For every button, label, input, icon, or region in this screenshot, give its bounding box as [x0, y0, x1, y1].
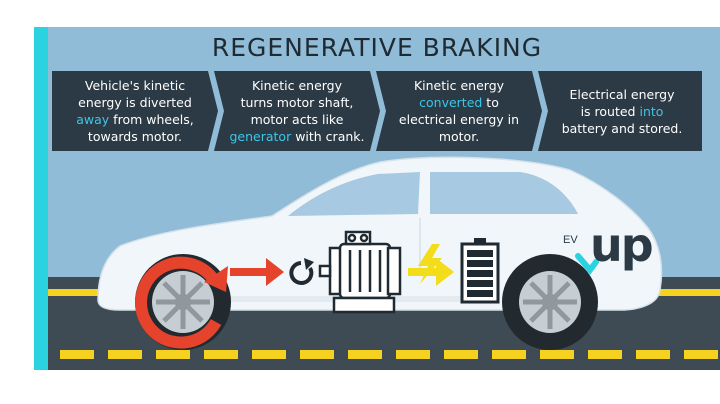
battery-icon — [460, 238, 500, 304]
car-window-front — [288, 172, 420, 216]
step-3-line-2: to — [482, 95, 499, 110]
car-window-rear — [430, 172, 578, 214]
step-4-highlight: into — [639, 103, 664, 119]
step-banner — [52, 71, 702, 151]
step-1-highlight: away — [76, 112, 110, 127]
step-3-highlight: converted — [419, 95, 483, 110]
step-4-line-1: Electrical energy — [569, 86, 675, 102]
step-4-line-3: battery and stored. — [561, 120, 683, 136]
step-1-line-2: energy is diverted — [78, 95, 192, 110]
step-2-highlight: generator — [229, 129, 292, 144]
step-3-line-4: motor. — [438, 129, 480, 144]
logo-check-icon — [575, 253, 599, 275]
step-4-shape — [538, 71, 702, 151]
step-2-line-2: turns motor shaft, — [240, 95, 354, 110]
logo-up-text: up — [590, 218, 654, 272]
step-1-line-3: from wheels, — [109, 112, 194, 127]
yellow-arrow-icon — [408, 258, 454, 286]
step-3-line-3: electrical energy in — [398, 112, 520, 127]
step-4-line-2: is routed — [580, 103, 640, 119]
motor-icon — [318, 230, 402, 314]
step-2-line-1: Kinetic energy — [251, 78, 343, 93]
step-3-shape — [376, 71, 542, 151]
page-title: REGENERATIVE BRAKING — [211, 33, 543, 62]
logo-ev-text: EV — [563, 234, 578, 246]
red-arrow-icon — [230, 258, 284, 286]
step-2-line-3: motor acts like — [250, 112, 344, 127]
step-1-shape — [52, 71, 218, 151]
step-2-line-4: with crank. — [291, 129, 365, 144]
step-1-line-4: towards motor. — [87, 129, 183, 144]
road-dashes — [60, 350, 718, 359]
step-1: Vehicle's kinetic energy is diverted awa… — [52, 71, 218, 151]
lightning-icon — [418, 244, 442, 284]
step-3: Kinetic energy converted to electrical e… — [376, 71, 542, 151]
step-3-line-1: Kinetic energy — [413, 78, 505, 93]
rear-wheel-icon — [502, 254, 598, 350]
rotation-arrow-icon — [135, 256, 228, 349]
crank-icon — [289, 258, 314, 285]
step-2-shape — [214, 71, 380, 151]
step-1-line-1: Vehicle's kinetic — [84, 78, 186, 93]
side-accent-bar — [34, 27, 48, 370]
step-4: Electrical energy is routed into battery… — [540, 71, 704, 151]
step-2: Kinetic energy turns motor shaft, motor … — [214, 71, 380, 151]
